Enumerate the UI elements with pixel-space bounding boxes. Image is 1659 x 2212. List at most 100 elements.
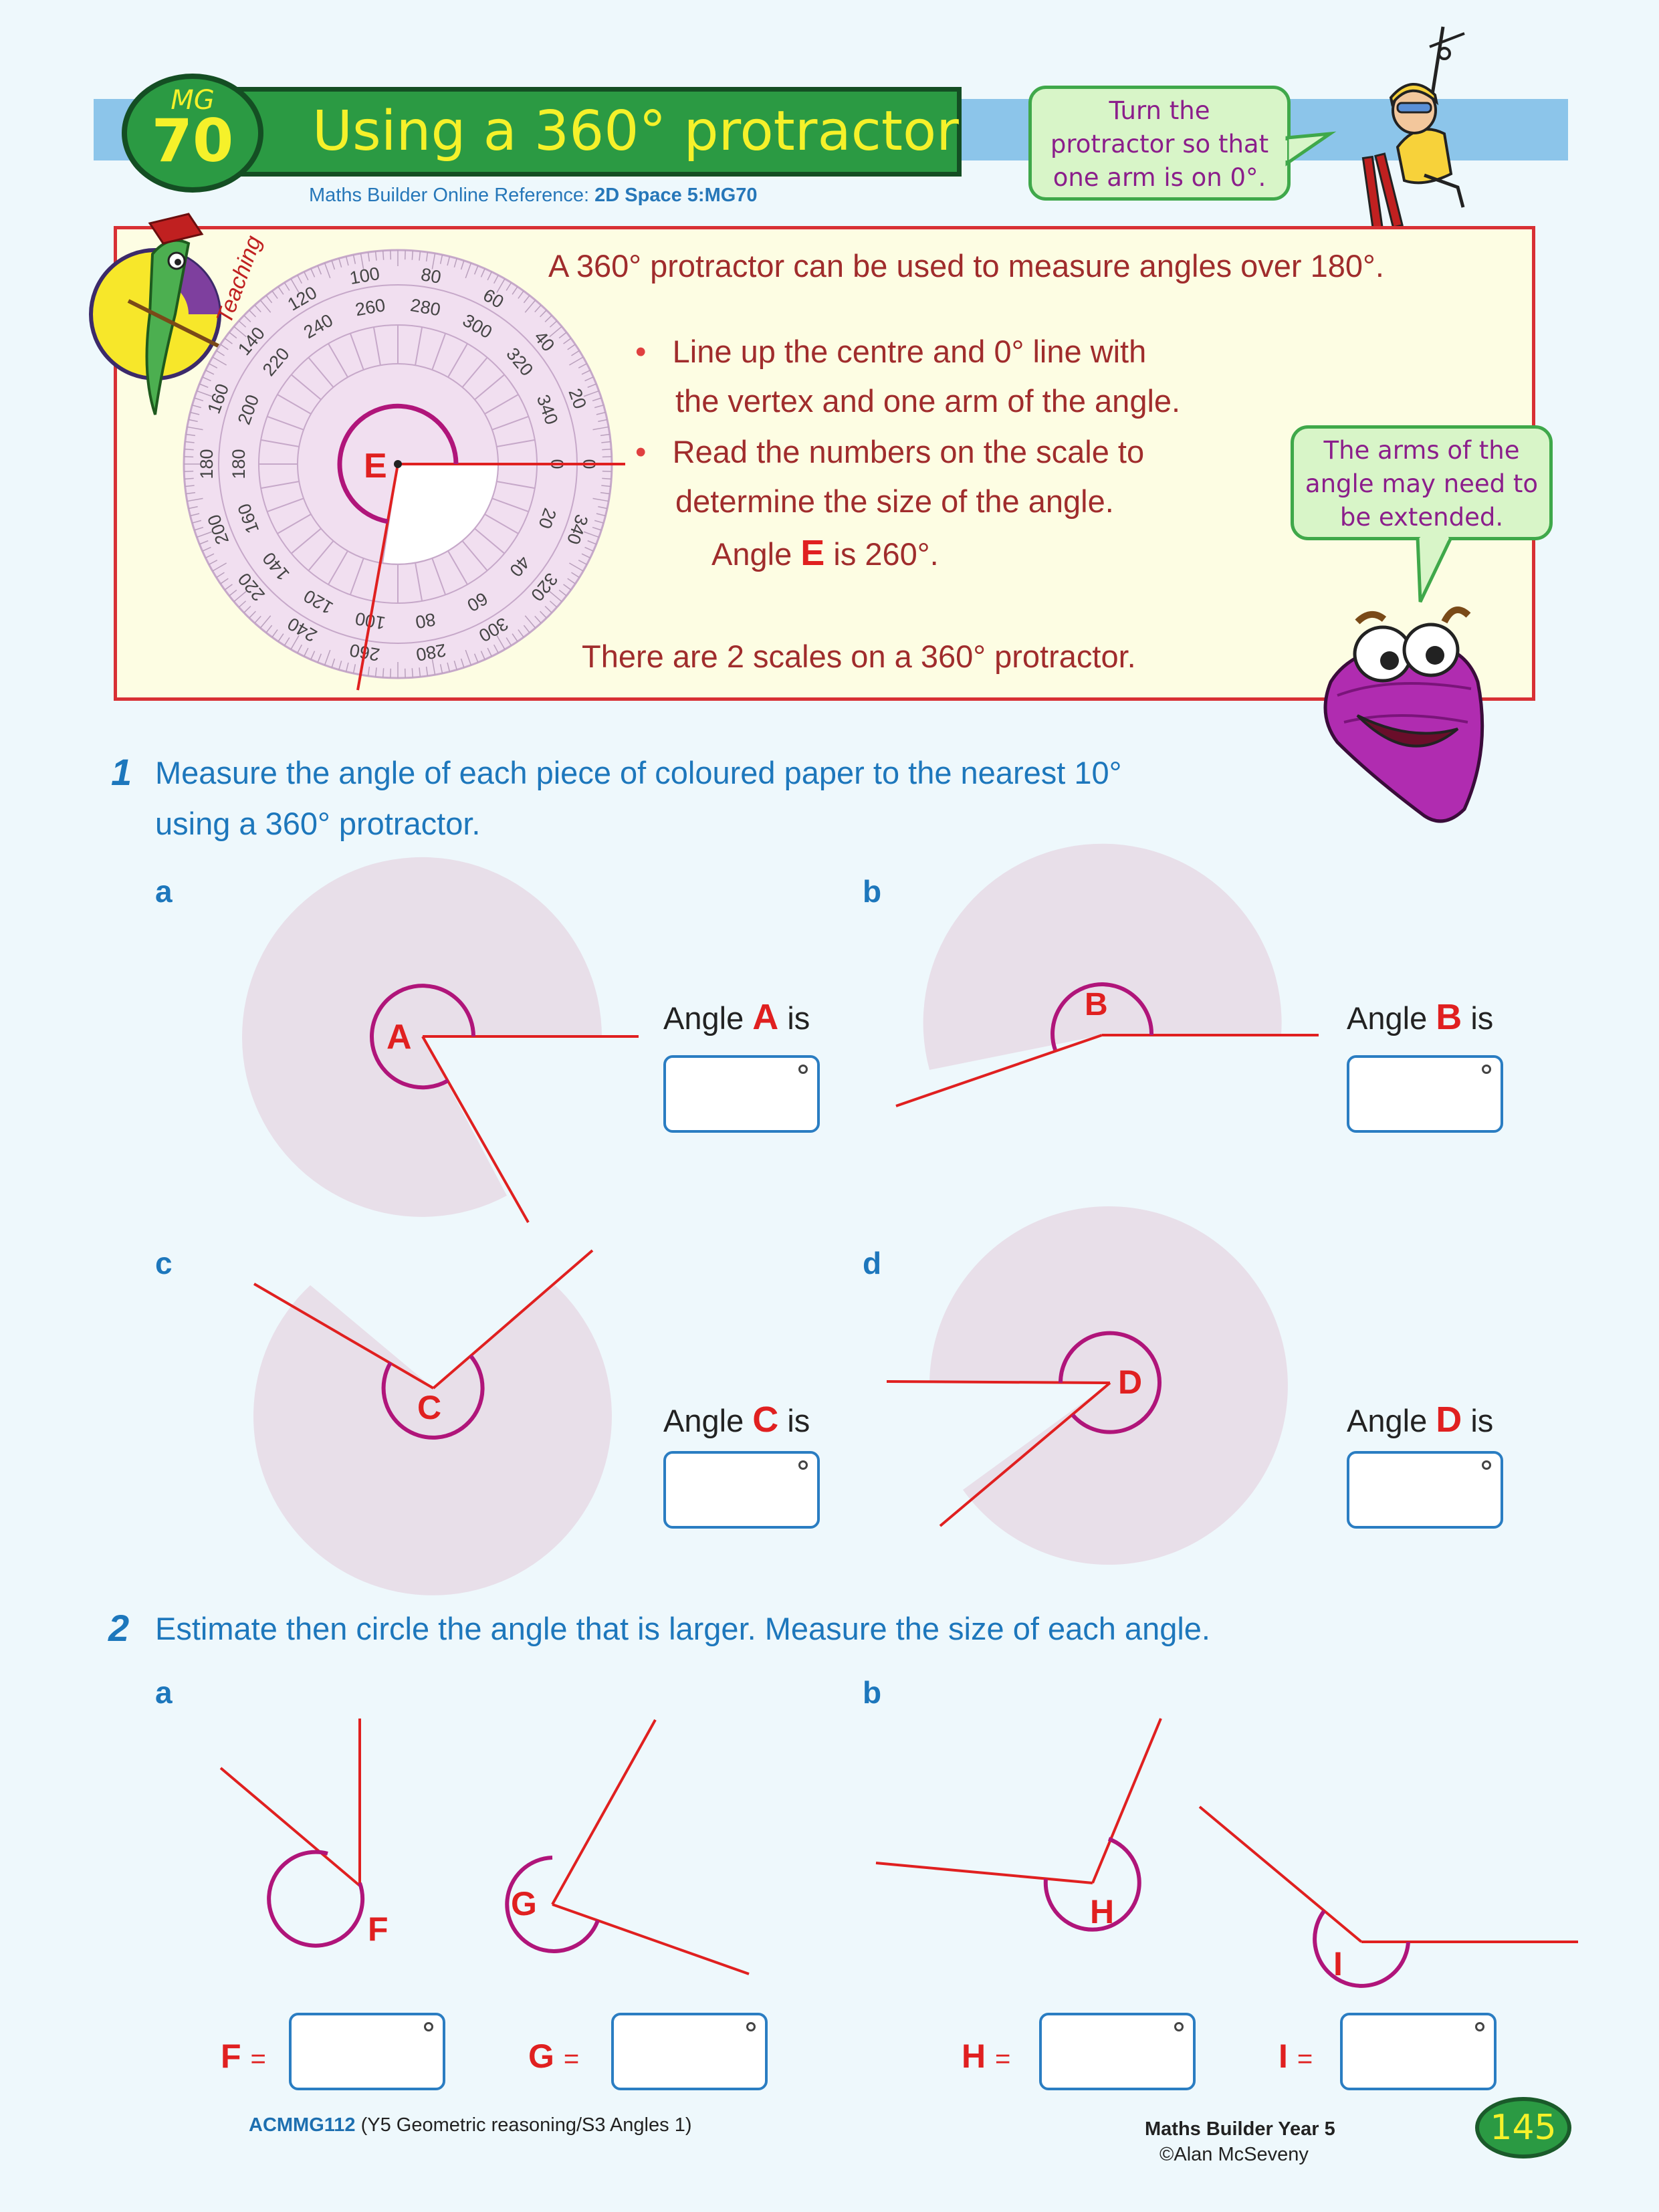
protractor-spoke [267,497,304,513]
page-title: Using a 360° protractor [222,87,962,177]
protractor-tick [324,649,331,665]
angle-result-prefix: Angle [711,536,801,572]
angle-a-answer-box[interactable] [663,1055,820,1133]
protractor-spoke [291,374,322,401]
protractor-tick [534,304,542,313]
protractor-tick [338,660,342,670]
angle-h-diagram: H [875,1718,1162,1932]
part-label: b [863,874,882,909]
protractor-spoke [431,333,447,370]
eq-letter: I [1279,2037,1288,2075]
question-1-text-line-1: Measure the angle of each piece of colou… [155,755,1122,790]
protractor-tick [447,662,451,672]
angle-d-label: Angle D is [1347,1399,1493,1440]
protractor-tick [188,419,198,423]
label-letter: B [1436,997,1462,1037]
question-1-number: 1 [111,751,132,793]
angle-i-answer-box[interactable] [1340,2013,1497,2090]
protractor-tick [297,275,303,284]
angle-letter: G [511,1885,537,1922]
bubble-line: angle may need to [1305,469,1539,498]
label-suffix: is [778,1403,810,1438]
protractor-tick [473,653,479,663]
curriculum-code: ACMMG112 [249,2114,356,2136]
protractor-tick [549,590,562,602]
protractor-tick [567,578,576,584]
protractor-tick [524,615,536,629]
protractor-tick [360,253,364,269]
protractor-spoke [328,343,348,378]
protractor-spoke [291,528,322,554]
protractor-tick [571,572,580,578]
protractor-tick [290,278,300,294]
protractor-tick [453,660,457,670]
part-label: a [155,874,173,909]
protractor-tick [460,658,465,668]
protractor-scale-label: 180 [197,449,217,479]
protractor-tick [331,260,336,270]
part-label: a [155,1675,173,1710]
reference-label: Maths Builder Online Reference: [309,185,595,206]
protractor-tick [249,611,256,619]
protractor-tick [583,390,599,397]
protractor-tick [238,320,247,328]
protractor-tick [233,590,247,602]
protractor-spoke [447,550,468,585]
protractor-tick [465,263,472,279]
protractor-spoke [447,343,468,378]
angle-g-answer-box[interactable] [611,2013,768,2090]
protractor-tick [220,344,229,350]
protractor-tick [304,647,309,657]
protractor-tick [187,426,203,431]
protractor-tick [310,268,316,278]
label-suffix: is [1462,1000,1494,1036]
angle-h-equals: H = [962,2037,1010,2076]
protractor-tick [598,506,608,510]
page-number: 145 [1475,2097,1571,2159]
online-reference: Maths Builder Online Reference: 2D Space… [309,185,758,207]
protractor-tick [594,405,604,409]
protractor-spoke [308,357,334,388]
bubble-line: protractor so that [1050,130,1269,158]
protractor-tick [480,268,485,278]
angle-f-answer-box[interactable] [289,2013,445,2090]
bullet-point: • [635,434,647,469]
teaching-bullet-2: • Read the numbers on the scale to [635,433,1144,470]
reference-value: 2D Space 5:MG70 [594,185,758,206]
degree-symbol-icon [1174,2022,1184,2031]
degree-symbol-icon [798,1460,808,1470]
protractor-tick [190,411,200,415]
protractor-tick [188,506,198,510]
angle-g-diagram: G [505,1719,750,1975]
protractor-tick [352,254,356,264]
protractor-tick [465,649,472,665]
copyright-author: ©Alan McSeveny [1159,2144,1309,2165]
topic-code-number: 70 [151,106,234,175]
teaching-scales-note: There are 2 scales on a 360° protractor. [582,639,1136,674]
protractor-spoke [431,558,447,595]
tip-bubble-extend-arms: The arms of the angle may need to be ext… [1291,425,1553,540]
angle-b-label: Angle B is [1347,996,1493,1038]
angle-h-answer-box[interactable] [1039,2013,1196,2090]
mascot-character-icon [1323,606,1484,823]
angle-d-answer-box[interactable] [1347,1451,1503,1529]
book-title: Maths Builder Year 5 [1145,2118,1335,2140]
label-prefix: Angle [663,1000,753,1036]
protractor-tick [238,600,247,608]
protractor-tick [233,326,247,338]
protractor-tick [584,376,594,382]
protractor-spoke [484,394,519,415]
angle-c-answer-box[interactable] [663,1451,820,1529]
protractor-tick [259,615,271,629]
protractor-tick [584,546,594,552]
angle-f-equals: F = [221,2037,266,2076]
protractor-tick [568,356,584,366]
protractor-spoke [461,540,488,571]
angle-b-answer-box[interactable] [1347,1055,1503,1133]
protractor-spoke [260,439,300,447]
bubble-line: be extended. [1339,503,1504,532]
protractor-tick [600,433,610,437]
equals-sign: = [1297,2044,1313,2074]
protractor-tick [439,664,443,674]
protractor-tick [194,397,204,402]
